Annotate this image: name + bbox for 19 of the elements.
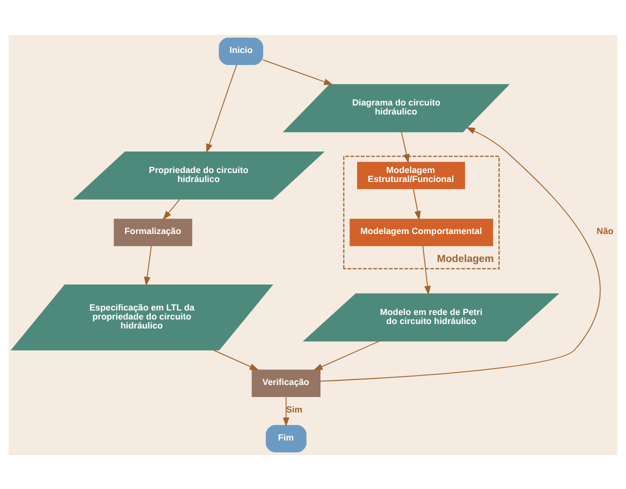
- node-box: Modelagem Estrutural/Funcional: [357, 161, 466, 189]
- arrow: [313, 340, 380, 370]
- arrow: [144, 244, 152, 286]
- arrow: [282, 396, 290, 426]
- node-box: Modelagem Comportamental: [350, 218, 494, 246]
- node-box: Inicio: [218, 37, 264, 64]
- arrow: [262, 58, 334, 84]
- arrow: [320, 126, 600, 382]
- arrow: [401, 131, 410, 163]
- arrow: [422, 244, 431, 295]
- edge-label: Sim: [286, 404, 302, 414]
- arrow: [412, 188, 421, 220]
- node-box: Fim: [266, 424, 306, 452]
- arrow: [206, 64, 238, 152]
- edge-label: Não: [596, 225, 614, 236]
- arrow: [212, 349, 259, 370]
- node-box: Formalização: [114, 218, 192, 246]
- arrow: [162, 198, 180, 220]
- node-box: Verificação: [252, 369, 320, 396]
